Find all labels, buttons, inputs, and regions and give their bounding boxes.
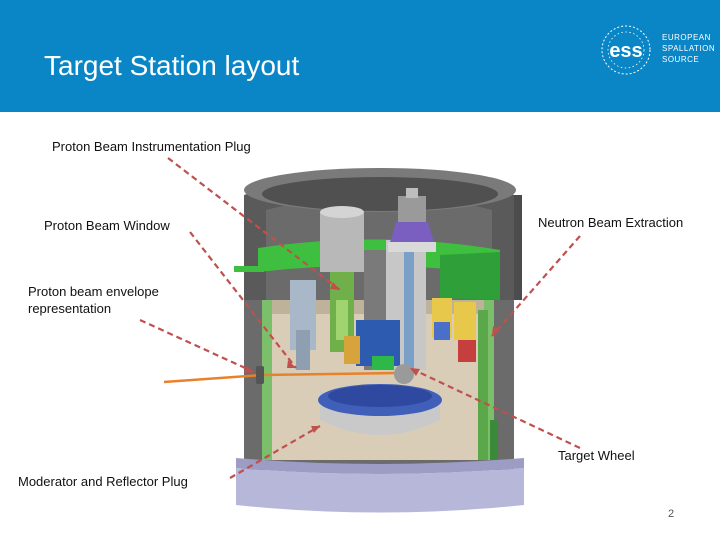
arrowhead-pbw [287, 360, 296, 368]
proton-beam-line [163, 373, 263, 384]
wheel-drive-tower [388, 188, 436, 252]
label-target-wheel: Target Wheel [558, 448, 635, 463]
slide-title: Target Station layout [44, 50, 300, 81]
logo-line-3: SOURCE [662, 55, 700, 64]
leader-pbip [167, 157, 341, 291]
leader-neutron [491, 235, 581, 337]
arrowhead-moderator [311, 426, 320, 433]
label-envelope-line-2: representation [28, 301, 112, 316]
label-neutron-beam-extraction: Neutron Beam Extraction [538, 215, 684, 230]
leader-lines [139, 157, 581, 479]
label-envelope-line-1: Proton beam envelope [28, 284, 159, 299]
proton-beam-inner-line [261, 371, 401, 377]
leader-pbw [189, 231, 297, 369]
target-hub [394, 364, 414, 384]
logo-line-1: EUROPEAN [662, 33, 711, 42]
logo-mark-text: ess [609, 40, 642, 62]
logo-wordmark: EUROPEAN SPALLATION SOURCE [662, 32, 715, 65]
arrowhead-neutron [492, 326, 500, 336]
central-plugs [290, 206, 426, 370]
arrowhead-wheel [410, 368, 420, 376]
leader-moderator [229, 425, 321, 479]
ess-logo: ess EUROPEAN SPALLATION SOURCE [594, 22, 715, 78]
base-plug [236, 458, 524, 513]
logo-line-2: SPALLATION [662, 44, 716, 53]
page-number: 2 [668, 508, 675, 520]
ess-logo-mark-icon: ess [601, 25, 651, 75]
beam-window-flange [256, 366, 264, 384]
leader-envelope [139, 318, 255, 374]
label-proton-beam-window: Proton Beam Window [44, 218, 170, 233]
arrowhead-pbip [330, 282, 340, 290]
side-components [432, 298, 498, 460]
label-proton-beam-envelope: Proton beam envelope representation [28, 283, 159, 317]
leader-wheel [409, 367, 581, 449]
header-banner: Target Station layout ess EUROPEAN SPALL… [0, 0, 720, 112]
arrowhead-envelope [245, 366, 254, 373]
label-moderator-reflector-plug: Moderator and Reflector Plug [18, 474, 188, 489]
label-proton-beam-instrumentation-plug: Proton Beam Instrumentation Plug [52, 139, 251, 154]
